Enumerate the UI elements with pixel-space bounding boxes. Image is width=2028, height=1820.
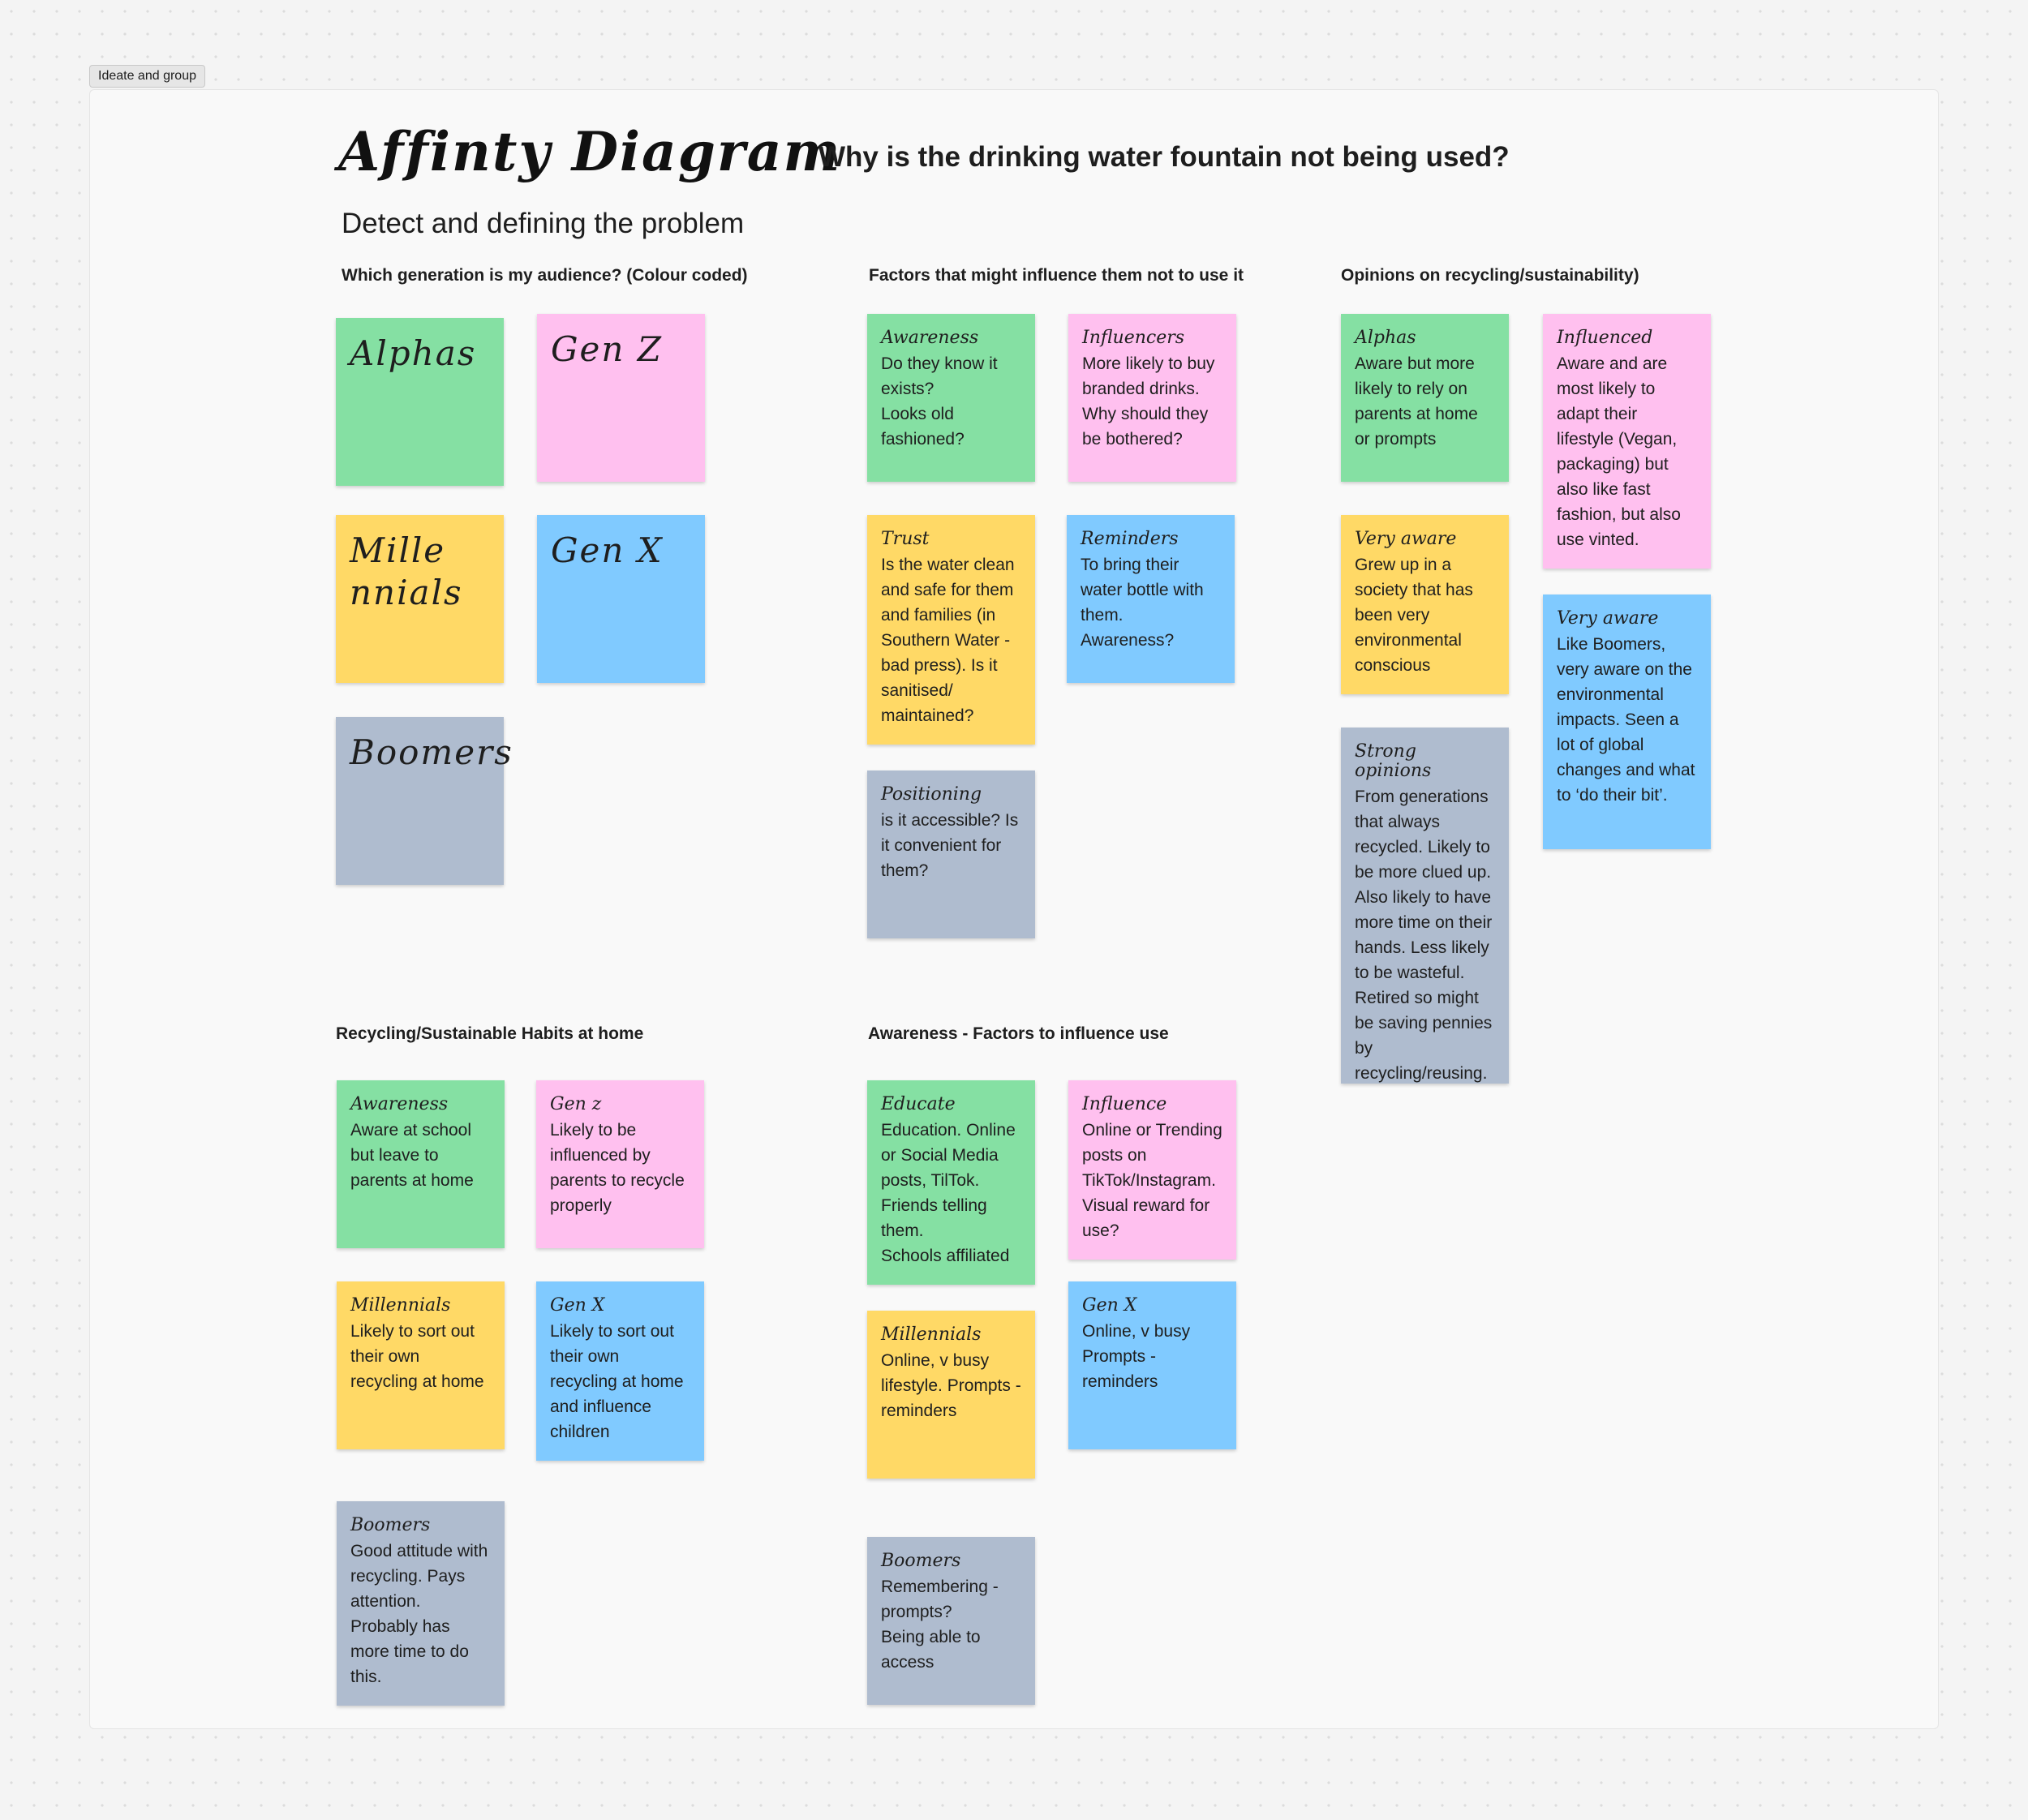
sticky-label: Mille nnials — [350, 530, 463, 612]
sticky-tag: Very aware — [1355, 529, 1457, 549]
sticky-tag: Educate — [881, 1094, 956, 1114]
sticky-note-factor-trust[interactable]: Trust Is the water clean and safe for th… — [867, 515, 1035, 745]
sticky-tag: Influence — [1082, 1094, 1167, 1114]
sticky-text: Online, v busy Prompts - reminders — [1082, 1322, 1191, 1392]
sticky-text: From generations that always recycled. L… — [1355, 788, 1493, 1084]
sticky-note-habit-gen-z[interactable]: Gen z Likely to be influenced by parents… — [536, 1080, 704, 1248]
sticky-tag: Boomers — [350, 1515, 431, 1535]
section-heading-habits: Recycling/Sustainable Habits at home — [336, 1024, 644, 1043]
sticky-note-opinion-very-aware-gen-x[interactable]: Very aware Like Boomers, very aware on t… — [1543, 595, 1711, 849]
sticky-note-opinion-strong-opinions[interactable]: Strong opinions From generations that al… — [1341, 728, 1509, 1084]
sticky-note-factor-positioning[interactable]: Positioning is it accessible? Is it conv… — [867, 770, 1035, 938]
sticky-tag: Boomers — [881, 1551, 961, 1571]
section-heading-opinions: Opinions on recycling/sustainability) — [1341, 266, 1639, 285]
sticky-tag: Positioning — [881, 784, 982, 805]
section-heading-awareness: Awareness - Factors to influence use — [868, 1024, 1169, 1043]
sticky-tag: Awareness — [350, 1094, 449, 1114]
sticky-note-awareness-influence[interactable]: Influence Online or Trending posts on Ti… — [1068, 1080, 1236, 1260]
sticky-text: More likely to buy branded drinks. Why s… — [1082, 354, 1215, 449]
sticky-text: Aware and are most likely to adapt their… — [1557, 354, 1681, 550]
sticky-label: Boomers — [350, 732, 513, 772]
sticky-tag: Alphas — [1355, 328, 1416, 348]
sticky-tag: Reminders — [1081, 529, 1179, 549]
sticky-text: is it accessible? Is it convenient for t… — [881, 811, 1019, 881]
sticky-text: Likely to sort out their own recycling a… — [350, 1322, 484, 1392]
sticky-text: Aware but more likely to rely on parents… — [1355, 354, 1478, 449]
sticky-text: Is the water clean and safe for them and… — [881, 556, 1015, 726]
sticky-label: Alphas — [350, 333, 477, 373]
section-heading-factors: Factors that might influence them not to… — [869, 266, 1244, 285]
sticky-text: Like Boomers, very aware on the environm… — [1557, 635, 1695, 805]
sticky-text: Likely to sort out their own recycling a… — [550, 1322, 684, 1442]
sticky-note-opinion-very-aware-millennials[interactable]: Very aware Grew up in a society that has… — [1341, 515, 1509, 694]
sticky-note-opinion-alphas[interactable]: Alphas Aware but more likely to rely on … — [1341, 314, 1509, 482]
sticky-note-awareness-educate[interactable]: Educate Education. Online or Social Medi… — [867, 1080, 1035, 1285]
page-subtitle: Detect and defining the problem — [342, 208, 745, 239]
sticky-note-awareness-gen-x[interactable]: Gen X Online, v busy Prompts - reminders — [1068, 1281, 1236, 1449]
sticky-tag: Gen X — [550, 1295, 605, 1316]
sticky-tag: Trust — [881, 529, 930, 549]
sticky-label: Gen Z — [551, 329, 663, 369]
sticky-text: Online, v busy lifestyle. Prompts - remi… — [881, 1351, 1021, 1421]
sticky-note-alphas[interactable]: Alphas — [336, 318, 504, 486]
sticky-text: Good attitude with recycling. Pays atten… — [350, 1542, 488, 1687]
sticky-note-factor-awareness[interactable]: Awareness Do they know it exists? Looks … — [867, 314, 1035, 482]
sticky-note-boomers[interactable]: Boomers — [336, 717, 513, 885]
sticky-note-habit-gen-x[interactable]: Gen X Likely to sort out their own recyc… — [536, 1281, 704, 1461]
sticky-text: Online or Trending posts on TikTok/Insta… — [1082, 1121, 1222, 1241]
sticky-tag: Awareness — [881, 328, 979, 348]
sticky-note-opinion-influenced[interactable]: Influenced Aware and are most likely to … — [1543, 314, 1711, 569]
sticky-tag: Very aware — [1557, 608, 1659, 629]
problem-question: Why is the drinking water fountain not b… — [819, 141, 1510, 173]
sticky-tag: Gen X — [1082, 1295, 1137, 1316]
sticky-text: Remembering - prompts? Being able to acc… — [881, 1577, 999, 1672]
sticky-note-factor-influencers[interactable]: Influencers More likely to buy branded d… — [1068, 314, 1236, 482]
sticky-note-millennials[interactable]: Mille nnials — [336, 515, 504, 683]
sticky-note-factor-reminders[interactable]: Reminders To bring their water bottle wi… — [1067, 515, 1235, 683]
sticky-note-gen-z[interactable]: Gen Z — [537, 314, 705, 482]
sticky-label: Gen X — [551, 530, 664, 570]
sticky-text: To bring their water bottle with them. A… — [1081, 556, 1204, 650]
sticky-note-awareness-boomers[interactable]: Boomers Remembering - prompts? Being abl… — [867, 1537, 1035, 1705]
sticky-note-awareness-millennials[interactable]: Millennials Online, v busy lifestyle. Pr… — [867, 1311, 1035, 1479]
sticky-tag: Influenced — [1557, 328, 1653, 348]
sticky-text: Education. Online or Social Media posts,… — [881, 1121, 1016, 1266]
sticky-note-gen-x[interactable]: Gen X — [537, 515, 705, 683]
page-title: Affinty Diagram — [338, 120, 842, 183]
sticky-tag: Millennials — [881, 1324, 982, 1345]
sticky-text: Do they know it exists? Looks old fashio… — [881, 354, 998, 449]
sticky-note-habit-millennials[interactable]: Millennials Likely to sort out their own… — [337, 1281, 505, 1449]
sticky-text: Aware at school but leave to parents at … — [350, 1121, 474, 1191]
sticky-tag: Millennials — [350, 1295, 451, 1316]
sticky-text: Grew up in a society that has been very … — [1355, 556, 1473, 676]
sticky-note-habit-awareness[interactable]: Awareness Aware at school but leave to p… — [337, 1080, 505, 1248]
sticky-note-habit-boomers[interactable]: Boomers Good attitude with recycling. Pa… — [337, 1501, 505, 1706]
sticky-text: Likely to be influenced by parents to re… — [550, 1121, 685, 1216]
section-heading-generation: Which generation is my audience? (Colour… — [342, 266, 748, 285]
sticky-tag: Influencers — [1082, 328, 1185, 348]
frame-label[interactable]: Ideate and group — [89, 65, 205, 88]
sticky-tag: Gen z — [550, 1094, 602, 1114]
sticky-tag: Strong opinions — [1355, 741, 1432, 782]
